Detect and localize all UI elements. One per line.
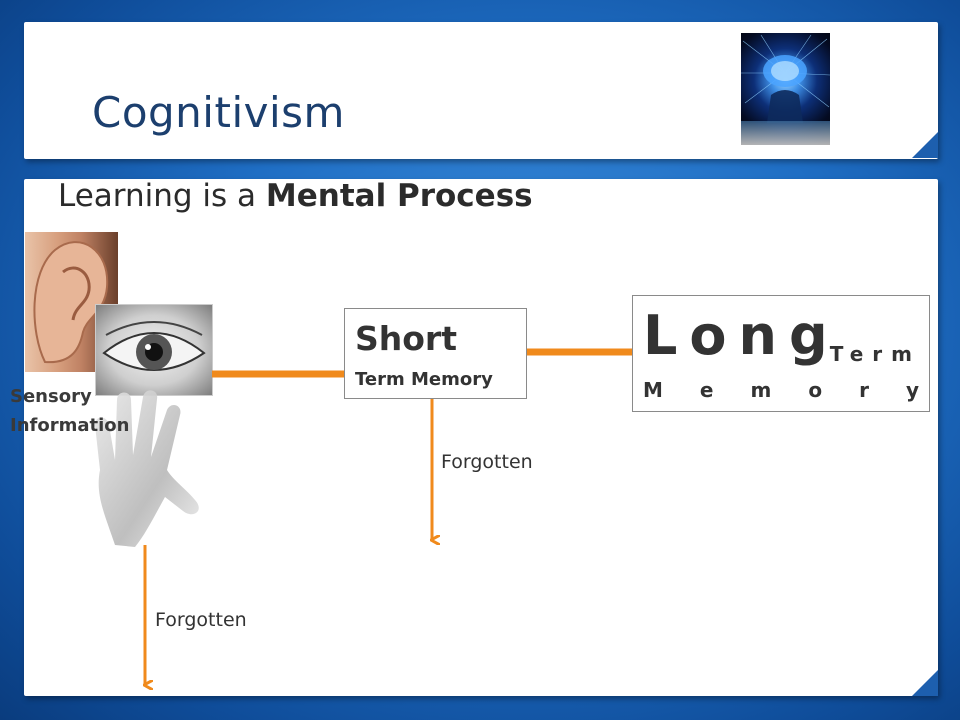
forgotten-label-sensory: Forgotten	[155, 609, 247, 631]
eye-image-graphic	[102, 321, 206, 371]
memory-letter: m	[750, 378, 772, 402]
brain-image-graphic	[741, 34, 830, 123]
sensory-label-line-1: Sensory	[10, 386, 92, 407]
long-term-title: Long	[643, 304, 840, 367]
subtitle-prefix: Learning is a	[58, 178, 266, 214]
brain-image-reflection	[741, 121, 830, 145]
brain-image	[741, 33, 830, 145]
sensory-information-label: Sensory Information	[10, 382, 129, 440]
memory-letter: y	[905, 378, 919, 402]
long-term-word-memory: M e m o r y	[643, 378, 919, 402]
hand-image	[55, 385, 235, 550]
slide-subtitle: Learning is a Mental Process	[58, 178, 533, 214]
short-term-subtitle: Term Memory	[355, 369, 493, 390]
sensory-label-line-2: Information	[10, 415, 130, 436]
forgotten-label-short-term: Forgotten	[441, 451, 533, 473]
slide-title: Cognitivism	[92, 88, 345, 137]
subtitle-emphasis: Mental Process	[265, 178, 533, 214]
memory-letter: o	[808, 378, 823, 402]
memory-letter: M	[643, 378, 663, 402]
short-term-title: Short	[355, 319, 457, 358]
hand-image-graphic	[95, 390, 199, 547]
long-term-word-term: Term	[829, 342, 921, 366]
content-panel	[24, 179, 938, 696]
memory-letter: r	[859, 378, 869, 402]
short-term-memory-box: Short Term Memory	[344, 308, 527, 399]
title-panel-fold	[912, 132, 938, 158]
content-panel-fold	[912, 670, 938, 696]
eye-image	[96, 305, 212, 395]
ear-image-graphic	[33, 241, 109, 364]
memory-letter: e	[699, 378, 714, 402]
long-term-memory-box: Long Term M e m o r y	[632, 295, 930, 412]
